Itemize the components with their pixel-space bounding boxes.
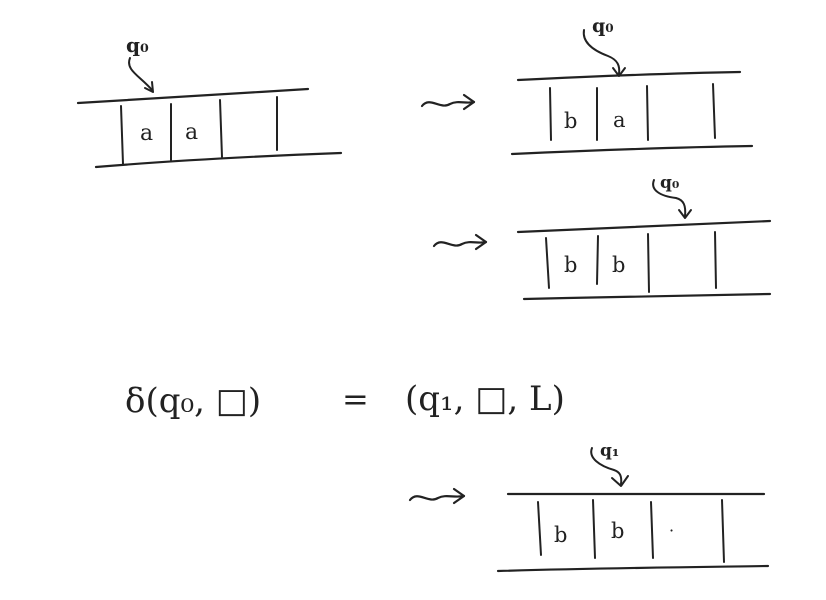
- equation-lhs: δ(q₀, □): [125, 381, 261, 421]
- tape-cell-symbol: a: [185, 120, 198, 145]
- equation-equals: =: [342, 380, 369, 418]
- tape-cell-symbol: b: [554, 523, 567, 547]
- head-state-label: q₀: [126, 33, 149, 57]
- tape-cell-symbol: b: [612, 253, 625, 277]
- cell-divider: [650, 501, 654, 559]
- tape-2: b a q₀: [510, 15, 754, 156]
- tape-3: b b q₀: [516, 173, 772, 301]
- equation-rhs: (q₁, □, L): [405, 379, 565, 419]
- cell-divider: [646, 85, 649, 141]
- cell-divider: [721, 499, 725, 563]
- tape-bottom-line: [496, 564, 770, 573]
- tape-bottom-line: [522, 292, 772, 301]
- head-arrowhead-icon: [612, 67, 626, 77]
- head-arrow-icon: [652, 179, 687, 217]
- tape-bottom-line: [94, 151, 343, 169]
- cell-divider: [712, 83, 716, 139]
- head-arrowhead-icon: [611, 475, 629, 487]
- tape-cell-symbol: b: [611, 519, 624, 543]
- cell-divider: [219, 99, 223, 158]
- tape-cell-symbol: a: [140, 121, 153, 146]
- cell-divider: [549, 87, 552, 141]
- arrowhead-icon: [452, 487, 466, 505]
- head-arrow-icon: [582, 29, 621, 75]
- transition-equation: δ(q₀, □) = (q₁, □, L): [125, 379, 565, 421]
- arrowhead-icon: [462, 93, 476, 111]
- tape-top-line: [76, 87, 310, 105]
- transition-arrow-1: [420, 93, 476, 111]
- tape-top-line: [516, 70, 742, 82]
- head-arrowhead-icon: [678, 209, 692, 219]
- cell-divider: [596, 235, 599, 285]
- cell-divider: [537, 501, 542, 556]
- tape-cell-symbol: ·: [669, 521, 674, 540]
- squiggle-arrow-icon: [432, 240, 488, 248]
- transition-arrow-3: [408, 487, 466, 505]
- cell-divider: [647, 233, 650, 293]
- head-state-label: q₀: [660, 173, 679, 193]
- head-state-label: q₀: [592, 15, 614, 37]
- squiggle-arrow-icon: [408, 494, 466, 502]
- cell-divider: [592, 499, 596, 559]
- tape-1: a a q₀: [76, 33, 343, 169]
- tape-cell-symbol: a: [613, 108, 626, 132]
- head-arrow-icon: [590, 447, 623, 485]
- tape-top-line: [516, 219, 772, 234]
- cell-divider: [120, 105, 124, 165]
- cell-divider: [545, 237, 550, 289]
- squiggle-arrow-icon: [420, 100, 476, 108]
- tape-cell-symbol: b: [564, 109, 577, 133]
- tape-cell-symbol: b: [564, 253, 577, 277]
- tape-bottom-line: [510, 144, 754, 156]
- arrowhead-icon: [474, 233, 488, 251]
- head-state-label: q₁: [600, 441, 619, 461]
- transition-arrow-2: [432, 233, 488, 251]
- head-arrowhead-icon: [144, 81, 154, 93]
- tape-4: b b · q₁: [496, 441, 770, 573]
- head-arrow-icon: [128, 57, 153, 91]
- cell-divider: [714, 231, 717, 289]
